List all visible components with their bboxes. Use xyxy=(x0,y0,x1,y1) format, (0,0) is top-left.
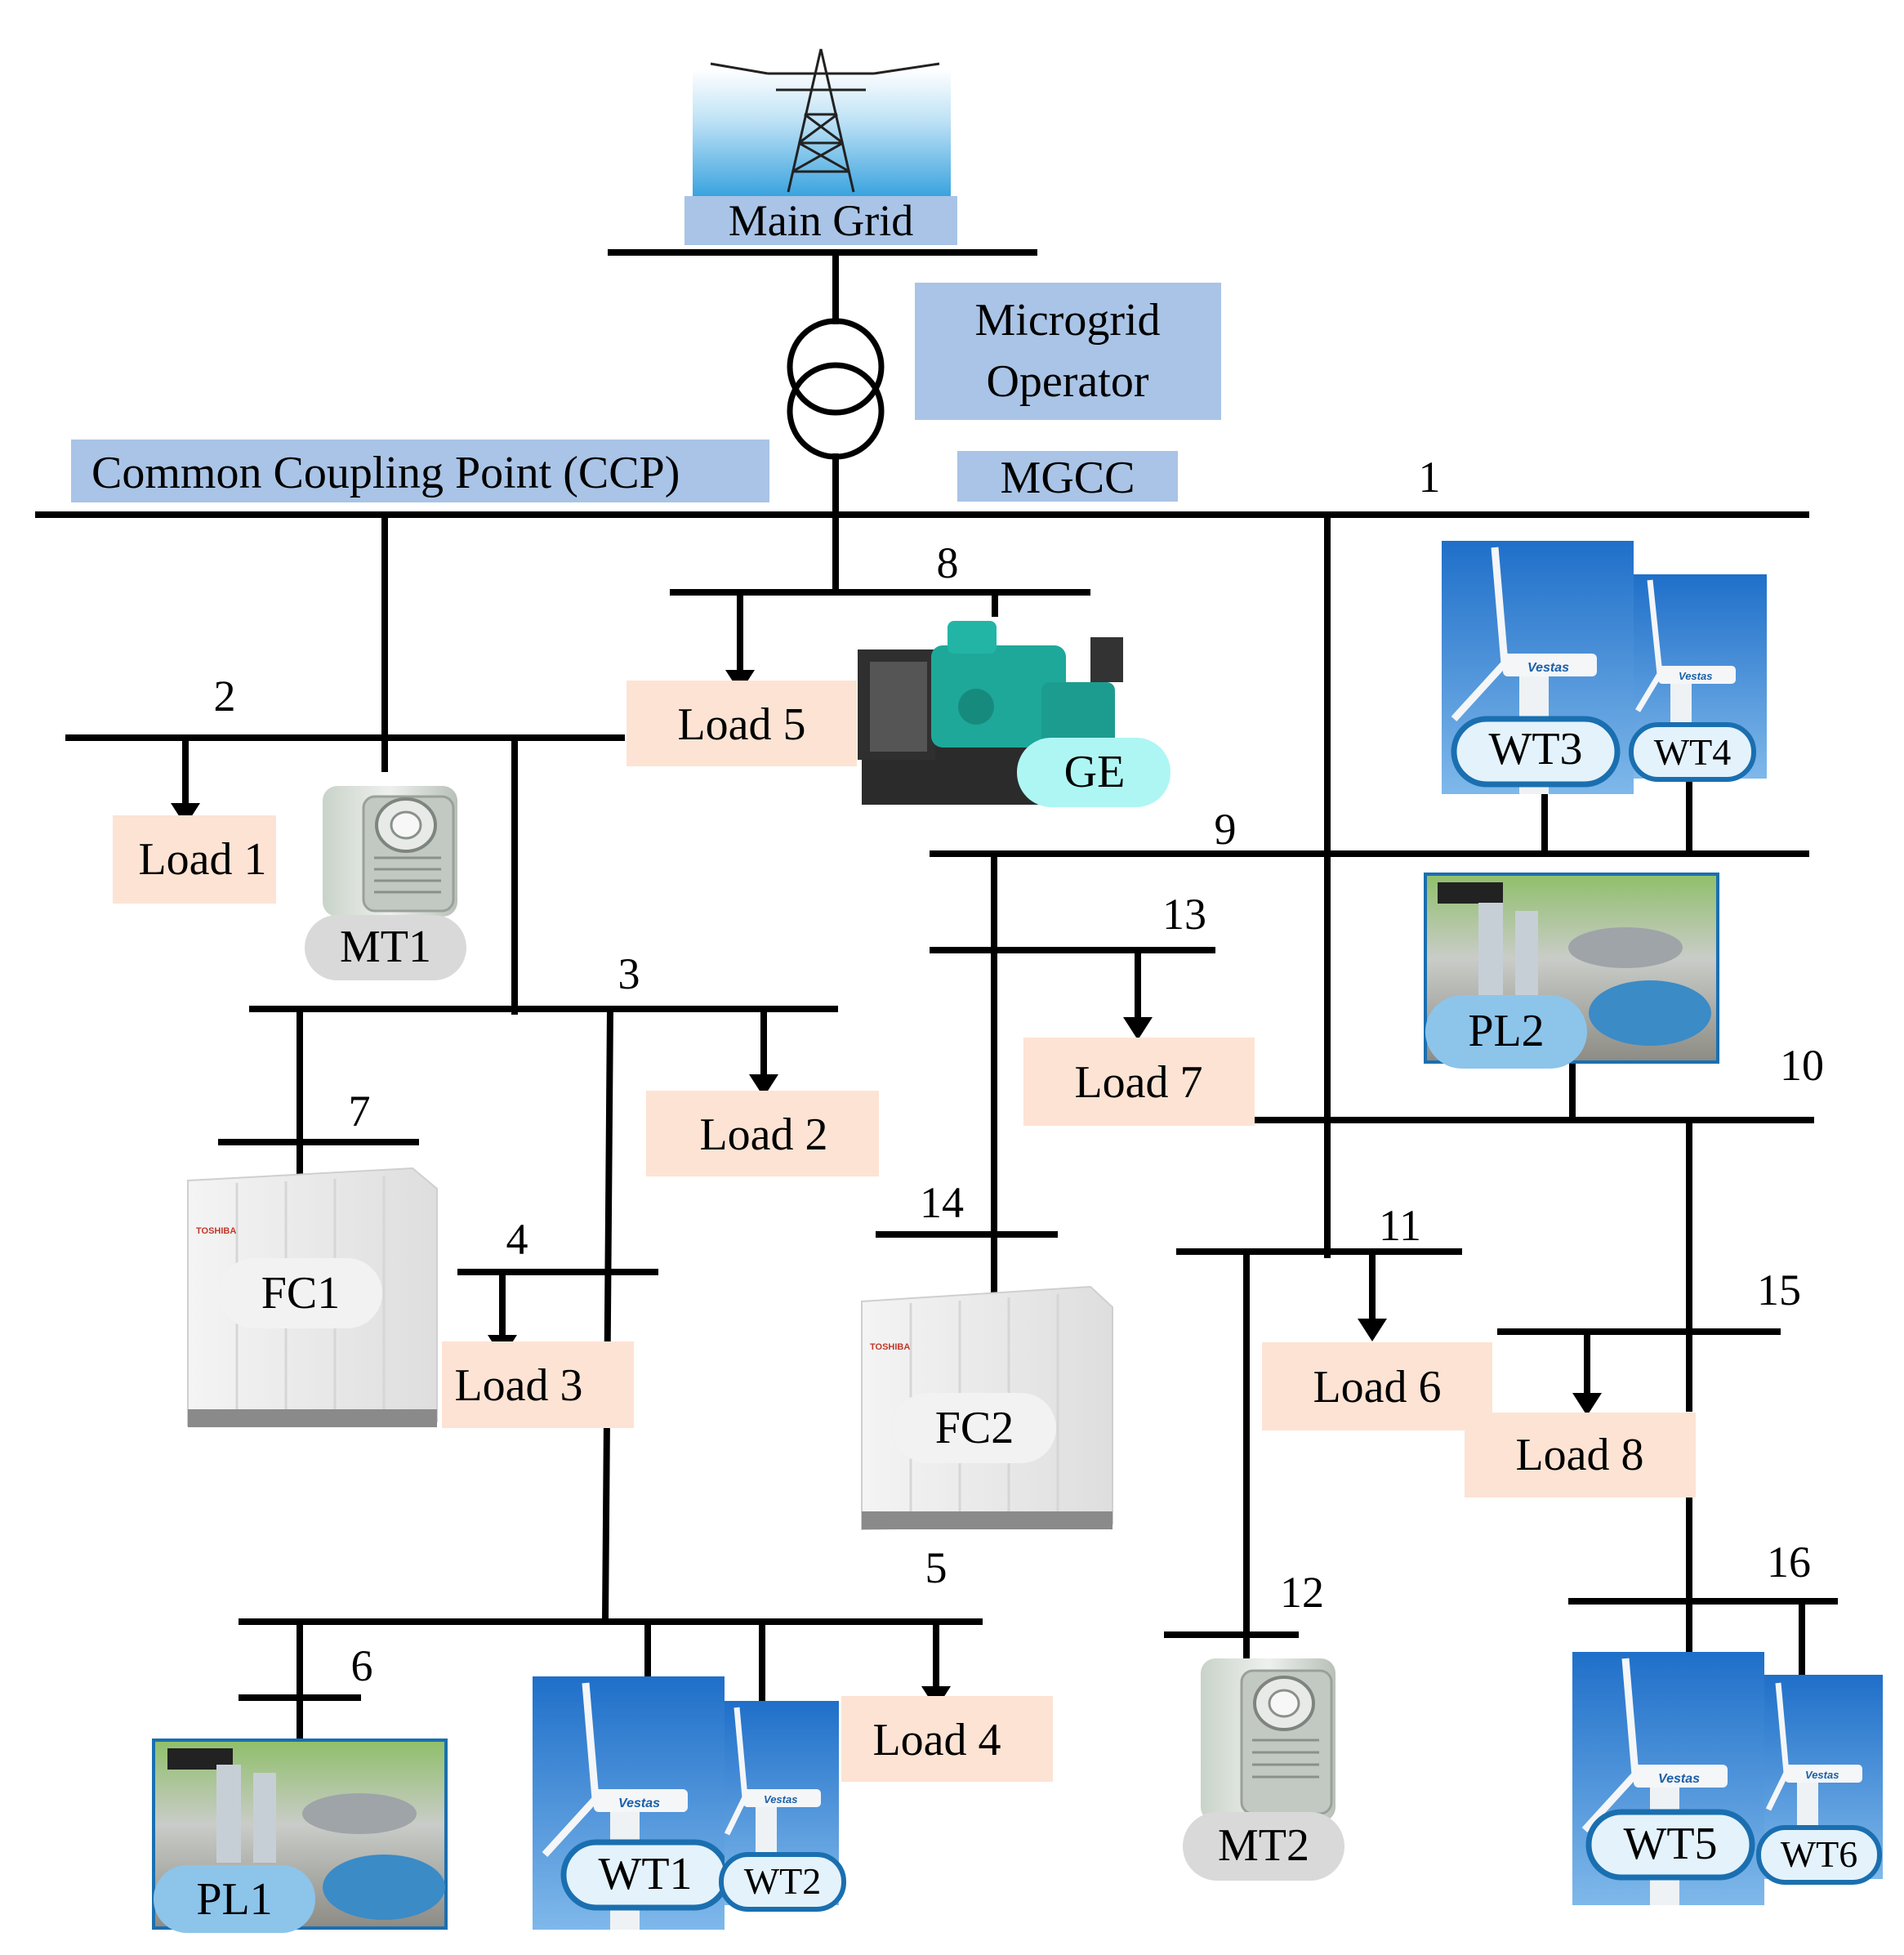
load-5-box: Load 5 xyxy=(626,681,857,766)
svg-text:Load 3: Load 3 xyxy=(454,1360,582,1411)
svg-text:Load 6: Load 6 xyxy=(1313,1362,1441,1413)
svg-text:Load 2: Load 2 xyxy=(699,1109,827,1160)
svg-text:Vestas: Vestas xyxy=(618,1797,660,1810)
load-8-box: Load 8 xyxy=(1465,1413,1696,1497)
transformer-icon xyxy=(787,318,885,460)
svg-text:Load 5: Load 5 xyxy=(677,699,805,750)
load8-arrow-icon xyxy=(1572,1393,1602,1416)
micro-turbine-mt1: MT1 xyxy=(305,786,466,980)
svg-text:TOSHIBA: TOSHIBA xyxy=(196,1226,236,1236)
load-7-box: Load 7 xyxy=(1023,1038,1255,1126)
load-3-box: Load 3 xyxy=(442,1341,634,1428)
diesel-generator-icon xyxy=(858,621,1123,805)
svg-text:Load 4: Load 4 xyxy=(872,1715,1001,1765)
wind-turbine-wt3: Vestas WT3 xyxy=(1442,541,1634,794)
parking-lot-pl2: PL2 xyxy=(1424,873,1719,1069)
main-grid-label: Main Grid xyxy=(684,196,957,245)
wind-turbine-wt1: Vestas WT1 xyxy=(533,1676,730,1930)
svg-text:Vestas: Vestas xyxy=(1658,1772,1700,1786)
mgcc-label: MGCC xyxy=(957,451,1178,503)
load-1-box: Load 1 xyxy=(113,815,276,904)
svg-text:Load 8: Load 8 xyxy=(1515,1430,1643,1480)
load-4-box: Load 4 xyxy=(841,1696,1053,1782)
svg-text:WT5: WT5 xyxy=(1623,1819,1717,1869)
svg-text:Vestas: Vestas xyxy=(1679,670,1712,682)
bus-number: 10 xyxy=(1780,1041,1824,1090)
bus-number: 13 xyxy=(1162,890,1206,939)
microgrid-operator-label: Microgrid Operator xyxy=(915,283,1221,420)
bus-numbers: 1 2 3 4 5 6 7 8 9 10 11 12 13 14 15 16 xyxy=(214,453,1825,1690)
svg-text:WT2: WT2 xyxy=(744,1860,822,1902)
svg-text:WT1: WT1 xyxy=(598,1849,692,1899)
svg-text:MT1: MT1 xyxy=(340,922,431,972)
svg-text:Vestas: Vestas xyxy=(1805,1769,1839,1781)
transmission-tower-icon xyxy=(693,48,951,196)
parking-lot-pl1: PL1 xyxy=(152,1739,448,1933)
bus-number: 2 xyxy=(214,672,236,721)
load2-arrow-icon xyxy=(749,1074,778,1097)
svg-text:FC2: FC2 xyxy=(935,1403,1014,1453)
wind-turbine-wt6: Vestas WT6 xyxy=(1756,1675,1883,1885)
wind-turbine-wt4: Vestas WT4 xyxy=(1629,574,1767,782)
svg-text:Vestas: Vestas xyxy=(1527,661,1569,675)
svg-text:MGCC: MGCC xyxy=(1001,453,1135,503)
svg-text:PL1: PL1 xyxy=(196,1874,272,1925)
svg-text:Vestas: Vestas xyxy=(764,1793,797,1805)
load1-arrow-icon xyxy=(171,803,200,826)
svg-text:WT4: WT4 xyxy=(1654,731,1732,773)
load6-arrow-icon xyxy=(1358,1319,1387,1341)
svg-text:TOSHIBA: TOSHIBA xyxy=(870,1342,910,1352)
bus-number: 4 xyxy=(506,1215,528,1264)
bus-number: 15 xyxy=(1757,1265,1801,1314)
bus-number: 12 xyxy=(1280,1568,1324,1617)
wind-turbine-wt5: Vestas WT5 xyxy=(1572,1652,1764,1905)
bus-number: 7 xyxy=(349,1087,371,1136)
micro-turbine-mt2: MT2 xyxy=(1183,1658,1344,1881)
bus-number: 1 xyxy=(1419,453,1441,502)
loads: Load 5 Load 1 Load 2 Load 3 Load 4 Load … xyxy=(113,681,1696,1782)
feeder-3-5 xyxy=(602,1008,613,1622)
network-lines xyxy=(35,249,1838,1742)
ccp-label: Common Coupling Point (CCP) xyxy=(71,440,769,502)
svg-text:Microgrid: Microgrid xyxy=(974,295,1160,346)
bus-number: 8 xyxy=(937,538,959,587)
svg-text:GE: GE xyxy=(1064,747,1126,797)
svg-text:FC1: FC1 xyxy=(261,1268,341,1319)
bus-number: 6 xyxy=(351,1641,373,1690)
micro-turbine-icon xyxy=(323,786,457,917)
svg-text:Load 7: Load 7 xyxy=(1074,1057,1202,1108)
svg-text:PL2: PL2 xyxy=(1468,1006,1544,1056)
bus-number: 14 xyxy=(920,1178,964,1227)
svg-text:WT3: WT3 xyxy=(1488,724,1582,774)
svg-text:MT2: MT2 xyxy=(1218,1820,1309,1871)
bus-number: 16 xyxy=(1767,1538,1811,1587)
bus-number: 9 xyxy=(1215,805,1237,854)
fuel-cell-fc2: TOSHIBA FC2 xyxy=(861,1285,1113,1531)
load7-arrow-icon xyxy=(1123,1017,1153,1040)
fuel-cell-fc1: TOSHIBA FC1 xyxy=(187,1167,438,1427)
svg-text:Common Coupling Point (CCP): Common Coupling Point (CCP) xyxy=(91,448,680,498)
svg-text:Main Grid: Main Grid xyxy=(729,196,913,245)
load-6-box: Load 6 xyxy=(1262,1342,1492,1431)
load-2-box: Load 2 xyxy=(646,1091,879,1176)
generator-ge: GE xyxy=(858,621,1170,807)
wind-turbine-wt2: Vestas WT2 xyxy=(719,1701,846,1912)
micro-turbine-icon xyxy=(1201,1658,1335,1822)
bus-number: 11 xyxy=(1379,1201,1421,1250)
bus-number: 5 xyxy=(925,1543,948,1592)
svg-text:WT6: WT6 xyxy=(1781,1833,1858,1875)
svg-text:Operator: Operator xyxy=(986,356,1148,407)
bus-number: 3 xyxy=(618,949,640,998)
svg-text:Load 1: Load 1 xyxy=(138,834,266,885)
